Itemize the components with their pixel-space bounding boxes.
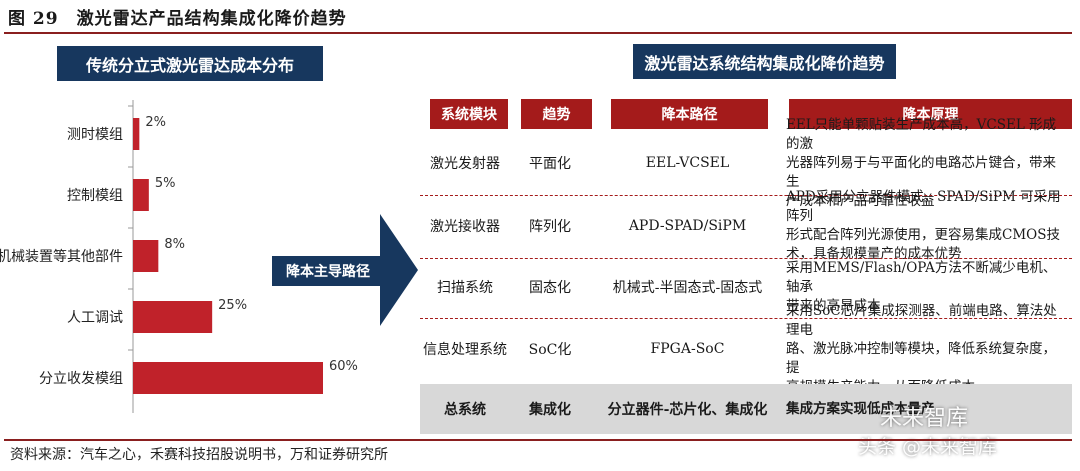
row-module: 激光发射器 xyxy=(430,156,500,172)
principle-line: 集成方案实现低成本量产 xyxy=(786,400,935,417)
row-path: 机械式-半固态式-固态式 xyxy=(612,280,763,296)
header-module: 系统模块 xyxy=(430,99,508,129)
principle-line: 采用MEMS/Flash/OPA方法不断减少电机、轴承 xyxy=(786,259,1057,295)
table-row: 激光接收器 阵列化 APD-SPAD/SiPM APD采用分立器件模式，SPAD… xyxy=(420,189,1072,262)
row-principle: 集成方案实现低成本量产 xyxy=(786,384,1072,434)
right-banner: 激光雷达系统结构集成化降价趋势 xyxy=(633,44,896,79)
row-module: 总系统 xyxy=(444,402,486,418)
bar xyxy=(133,240,159,272)
table-row: 扫描系统 固态化 机械式-半固态式-固态式 采用MEMS/Flash/OPA方法… xyxy=(420,259,1072,315)
figure-number: 图 29 xyxy=(8,9,59,29)
row-path: FPGA-SoC xyxy=(650,341,725,357)
bar xyxy=(133,118,140,150)
data-label: 60% xyxy=(329,359,358,374)
category-label: 测时模组 xyxy=(67,127,123,143)
principle-line: APD采用分立器件模式，SPAD/SiPM 可采用阵列 xyxy=(786,189,1061,224)
data-label: 5% xyxy=(155,176,176,191)
header-principle: 降本原理 xyxy=(789,99,1072,129)
row-principle: APD采用分立器件模式，SPAD/SiPM 可采用阵列 形式配合阵列光源使用，更… xyxy=(786,189,1072,262)
table-row: 激光发射器 平面化 EEL-VCSEL EEL只能单颗贴装生产成本高，VCSEL… xyxy=(420,117,1072,209)
arrow-label: 降本主导路径 xyxy=(286,264,370,280)
table-row: 信息处理系统 SoC化 FPGA-SoC 采用SoC芯片集成探测器、前端电路、算… xyxy=(420,303,1072,395)
header-path: 降本路径 xyxy=(611,99,768,129)
bar xyxy=(133,179,149,211)
bar xyxy=(133,362,323,394)
data-label: 25% xyxy=(218,298,247,313)
row-divider xyxy=(420,195,1072,196)
row-module: 扫描系统 xyxy=(437,280,493,296)
principle-line: 形式配合阵列光源使用，更容易集成CMOS技 xyxy=(786,227,1060,243)
row-module: 激光接收器 xyxy=(430,219,500,235)
principle-line: 光器阵列易于与平面化的电路芯片键合，带来生 xyxy=(786,154,1056,190)
category-label: 控制模组 xyxy=(67,188,123,204)
principle-line: 路、激光脉冲控制等模块，降低系统复杂度，提 xyxy=(786,340,1056,376)
category-label: 分立收发模组 xyxy=(39,371,123,387)
row-path: EEL-VCSEL xyxy=(645,155,730,171)
category-label: 人工调试 xyxy=(67,310,123,326)
row-principle: EEL只能单颗贴装生产成本高，VCSEL 形成的激 光器阵列易于与平面化的电路芯… xyxy=(786,117,1072,209)
row-divider xyxy=(420,318,1072,319)
row-trend: 阵列化 xyxy=(529,219,571,235)
figure-title: 图 29 激光雷达产品结构集成化降价趋势 xyxy=(8,4,1068,30)
principle-line: 带来的高昂成本 xyxy=(786,297,881,314)
header-trend: 趋势 xyxy=(521,99,592,129)
source-note: 资料来源：汽车之心，禾赛科技招股说明书，万和证券研究所 xyxy=(10,447,388,463)
principle-line: EEL只能单颗贴装生产成本高，VCSEL 形成的激 xyxy=(786,116,1057,152)
principle-line: 产成本和产品可靠性收益 xyxy=(786,192,935,209)
figure-title-text: 激光雷达产品结构集成化降价趋势 xyxy=(76,9,347,29)
category-label: 机械装置等其他部件 xyxy=(0,248,123,265)
row-trend: 平面化 xyxy=(529,156,571,172)
row-path: 分立器件-芯片化、集成化 xyxy=(607,402,768,418)
row-principle: 采用MEMS/Flash/OPA方法不断减少电机、轴承 带来的高昂成本 xyxy=(786,259,1072,315)
row-trend: 固态化 xyxy=(529,280,571,296)
bottom-rule xyxy=(4,439,1072,441)
top-rule xyxy=(4,32,1072,34)
cost-distribution-chart: 测时模组 2% 控制模组 5% 机械装置等其他部件 8% 人工调试 25% 分立收发模组 60% xyxy=(0,100,358,413)
data-label: 2% xyxy=(145,115,166,130)
row-divider xyxy=(420,258,1072,259)
row-path: APD-SPAD/SiPM xyxy=(628,218,747,234)
watermark-corner: 未来智库 xyxy=(880,406,969,431)
table-row-total: 总系统 集成化 分立器件-芯片化、集成化 集成方案实现低成本量产 xyxy=(420,384,1072,434)
bar xyxy=(133,301,213,333)
row-trend: SoC化 xyxy=(528,342,572,358)
row-trend: 集成化 xyxy=(529,402,571,418)
arrow-shape xyxy=(272,214,418,326)
left-banner: 传统分立式激光雷达成本分布 xyxy=(57,46,323,81)
row-principle: 采用SoC芯片集成探测器、前端电路、算法处理电 路、激光脉冲控制等模块，降低系统… xyxy=(786,303,1072,395)
watermark-brand: 头条 @未来智库 xyxy=(858,436,998,458)
data-label: 8% xyxy=(164,237,185,252)
principle-line: 采用SoC芯片集成探测器、前端电路、算法处理电 xyxy=(786,302,1057,338)
row-module: 信息处理系统 xyxy=(423,342,507,358)
arrow: 降本主导路径 xyxy=(272,214,422,338)
